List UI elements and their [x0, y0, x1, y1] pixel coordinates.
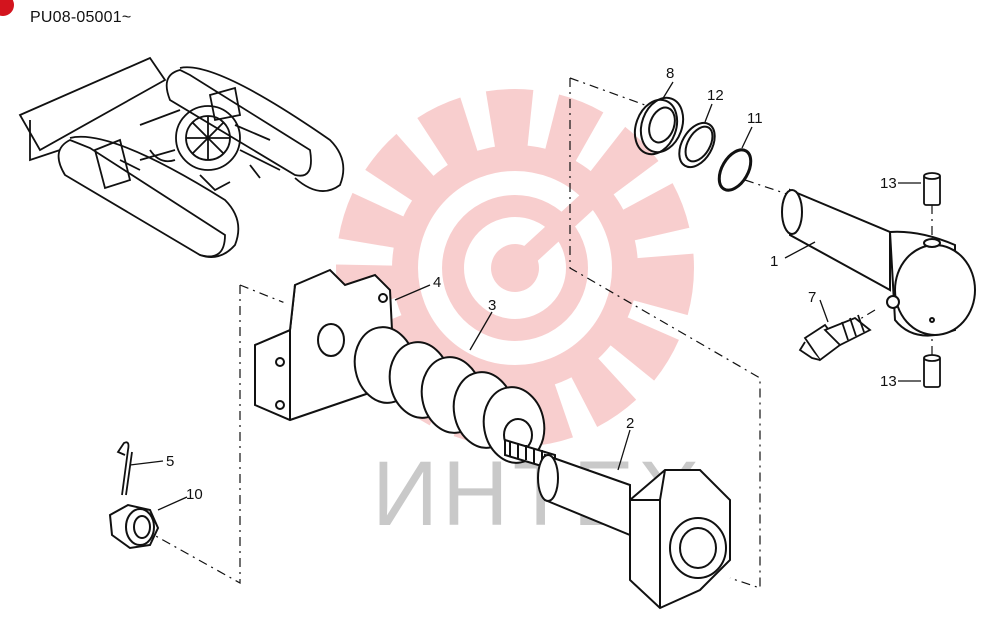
part-12-snap-ring [678, 121, 716, 169]
callout-part-10: 8 [666, 65, 674, 82]
part-10-oil-seal [633, 96, 685, 156]
part-13-pin-upper [923, 172, 941, 206]
callout-part-11: 11 [747, 110, 763, 127]
callout-part-7: 5 [166, 453, 174, 470]
part-5-nut [108, 503, 160, 550]
callout-part-1: 1 [770, 253, 778, 270]
callout-part-2: 2 [626, 415, 634, 432]
callout-part-8: 7 [808, 289, 816, 306]
callout-part-13-upper: 13 [880, 175, 897, 192]
part-8-grease-fitting [798, 314, 872, 362]
callout-part-13-lower: 13 [880, 373, 897, 390]
callout-part-5: 10 [186, 486, 203, 503]
part-4-spring-seat-plate [254, 268, 394, 422]
serial-range-label: PU08-05001~ [30, 9, 132, 26]
part-1-idler-shaft [781, 188, 976, 337]
machine-overview-thumbnail [18, 56, 345, 258]
part-callouts: 8 12 11 13 1 7 13 4 3 2 5 10 [166, 65, 897, 503]
part-3-recoil-spring [353, 326, 546, 464]
part-7-cotter-pin [116, 441, 133, 496]
callout-part-4: 4 [433, 274, 441, 291]
corner-marker [0, 0, 14, 16]
part-2-tension-rod [504, 438, 731, 610]
callout-part-12: 12 [707, 87, 724, 104]
callout-leader-lines [129, 81, 921, 511]
part-11-o-ring [717, 148, 753, 192]
callout-part-3: 3 [488, 297, 496, 314]
gear-logo-icon [336, 89, 694, 447]
part-13-pin-lower [923, 354, 941, 388]
